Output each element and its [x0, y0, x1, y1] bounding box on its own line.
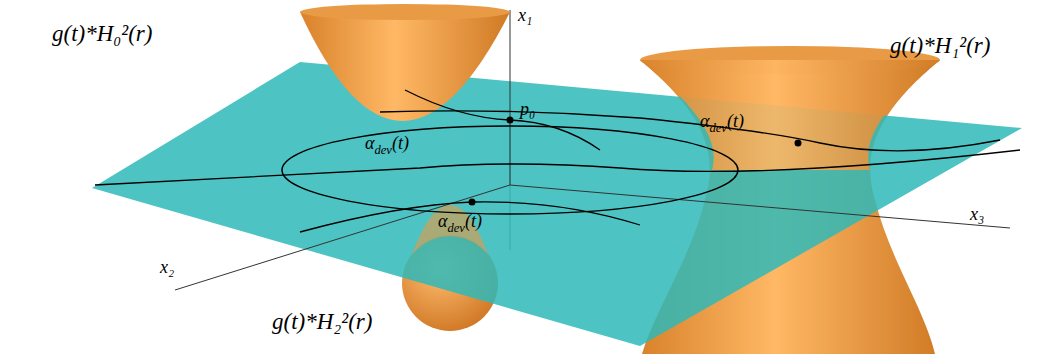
axis-line	[175, 185, 510, 290]
math-label: p₀	[520, 100, 535, 118]
math-label: αdev(t)	[438, 212, 482, 234]
point	[795, 140, 802, 147]
curve	[405, 90, 600, 150]
curve	[95, 150, 1020, 185]
paraboloid-rim	[300, 4, 510, 20]
curve	[380, 111, 1000, 151]
math-label: αdev(t)	[700, 112, 744, 134]
math-label: αdev(t)	[365, 134, 409, 156]
math-label: x₂	[160, 258, 174, 276]
circle-curve	[282, 126, 738, 214]
math-label: x₁	[518, 6, 532, 24]
paraboloid	[300, 12, 510, 121]
math-label: g(t)*H₀²(r)	[52, 22, 152, 45]
math-label: g(t)*H₂²(r)	[272, 310, 372, 333]
point	[507, 117, 514, 124]
math-label: x₃	[970, 205, 984, 223]
hyperboloid-upper	[640, 60, 940, 170]
point	[469, 199, 476, 206]
axis-line	[510, 10, 511, 185]
axis-line	[510, 185, 1010, 228]
math-label: g(t)*H₁²(r)	[890, 34, 990, 57]
